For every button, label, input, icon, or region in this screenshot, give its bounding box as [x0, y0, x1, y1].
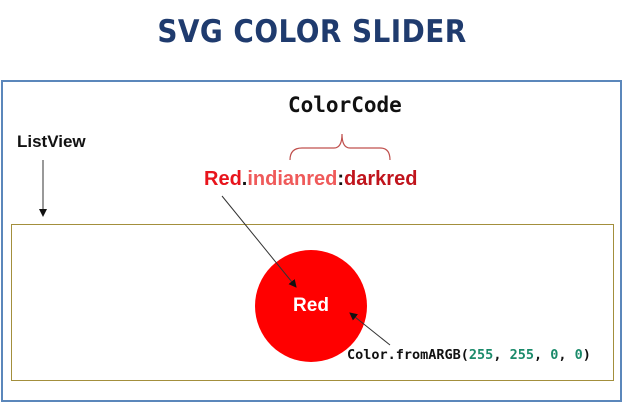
red-arrow	[221, 195, 297, 288]
argb-blue: 0	[574, 347, 583, 363]
page-title: SVG COLOR SLIDER	[157, 14, 467, 50]
argb-suffix: )	[582, 347, 591, 363]
dark-color: darkred	[344, 168, 418, 190]
listview-box	[11, 224, 614, 381]
colorcode-brace	[289, 133, 391, 161]
argb-comma: ,	[533, 347, 551, 363]
colorcode-label: ColorCode	[288, 93, 402, 117]
argb-green: 0	[550, 347, 559, 363]
argb-alpha: 255	[468, 347, 494, 363]
argb-red: 255	[509, 347, 534, 363]
color-circle[interactable]	[255, 250, 367, 362]
separator-colon: :	[337, 168, 345, 190]
color-code-string: Red.indianred:darkred	[204, 168, 417, 191]
argb-arrow	[349, 312, 391, 346]
argb-comma: ,	[558, 347, 575, 363]
circle-label: Red	[293, 295, 329, 316]
outer-frame	[1, 80, 622, 402]
color-name: Red	[204, 168, 242, 190]
light-color: indianred	[247, 168, 338, 190]
argb-code: Color.fromARGB(255, 255, 0, 0)	[347, 347, 591, 363]
argb-prefix: Color.fromARGB(	[347, 347, 469, 363]
listview-label: ListView	[17, 132, 86, 151]
separator-dot: .	[241, 168, 248, 190]
argb-comma: ,	[493, 347, 510, 363]
